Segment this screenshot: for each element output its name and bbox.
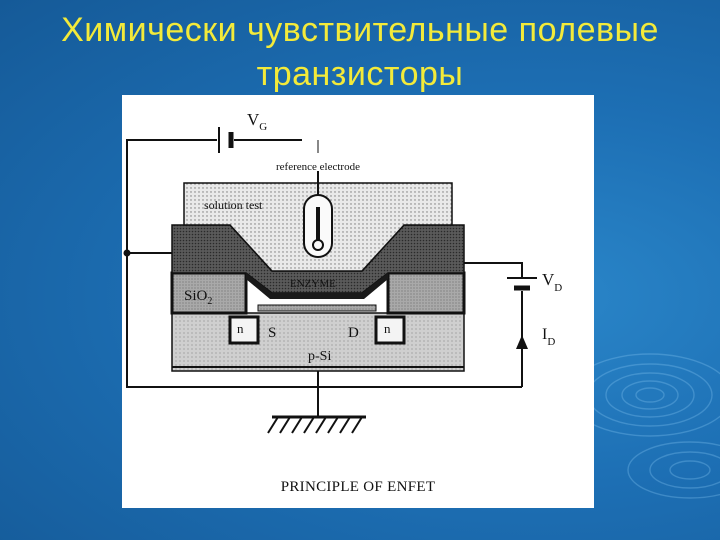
drain-battery-symbol — [507, 277, 537, 291]
title-line-1: Химически чувствительные полевые — [61, 11, 659, 49]
n-region-source — [228, 315, 260, 345]
id-label: ID — [542, 326, 555, 348]
gate-channel — [257, 304, 377, 312]
drain-current-arrow — [516, 335, 528, 349]
enfet-schematic: VG reference electrode solution test ENZ… — [123, 110, 562, 434]
drain-label: D — [348, 325, 359, 341]
source-label: S — [268, 325, 276, 341]
sio2-right-block — [386, 271, 466, 315]
junction-dot — [123, 249, 131, 257]
gate-battery-symbol — [218, 127, 234, 153]
reference-electrode — [303, 171, 333, 258]
figure-caption: PRINCIPLE OF ENFET — [280, 479, 436, 495]
enzyme-membrane — [246, 273, 388, 299]
sio2-left-block — [170, 271, 248, 315]
title-line-2: транзисторы — [256, 55, 464, 93]
vg-label: VG — [247, 110, 267, 133]
circuit-wires — [126, 139, 523, 417]
n-left-label: n — [237, 321, 244, 336]
substrate-label: p-Si — [308, 349, 331, 364]
sio2-label: SiO2 — [184, 288, 212, 307]
enfet-diagram-figure: VG reference electrode solution test ENZ… — [122, 95, 594, 508]
p-si-substrate — [171, 312, 465, 372]
enzyme-label: ENZYME — [290, 278, 336, 290]
n-region-drain — [374, 315, 406, 345]
slide-title: Химически чувствительные полевые транзис… — [0, 8, 720, 96]
reference-electrode-label: reference electrode — [276, 161, 360, 173]
solution-test-label: solution test — [204, 198, 263, 212]
n-right-label: n — [384, 321, 391, 336]
vd-label: VD — [542, 270, 562, 294]
